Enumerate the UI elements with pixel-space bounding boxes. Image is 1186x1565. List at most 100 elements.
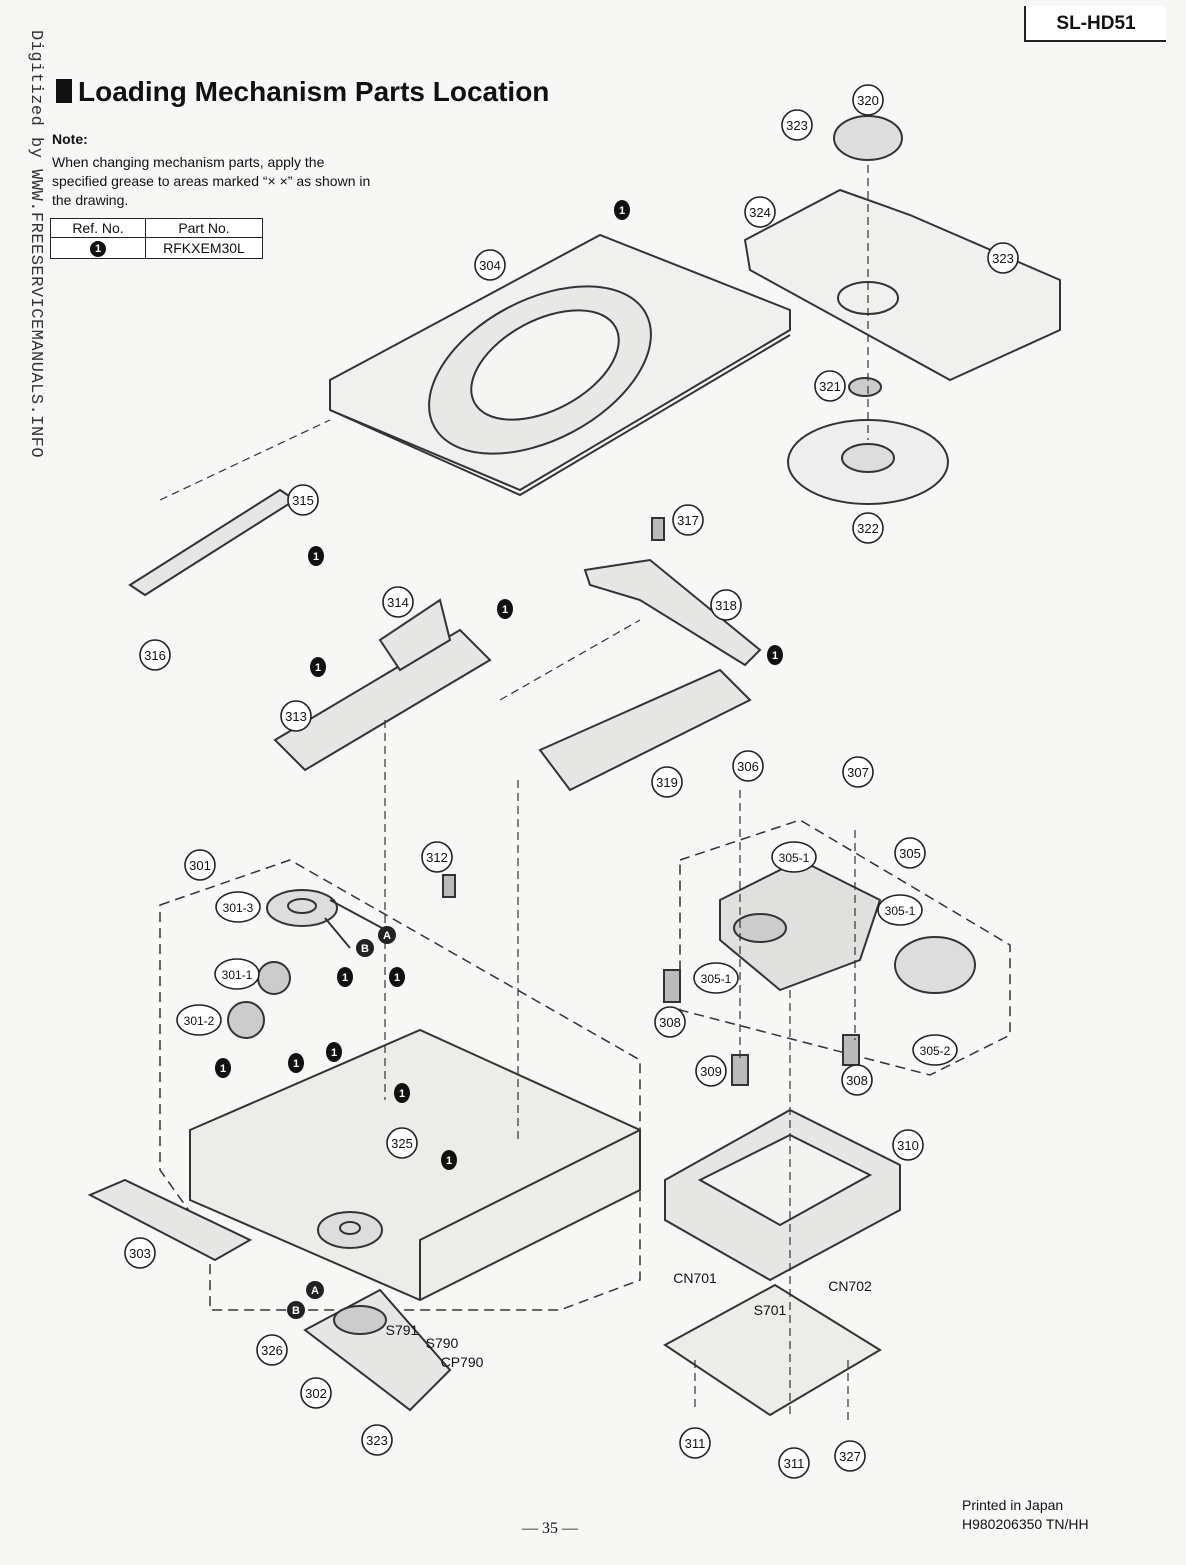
svg-text:1: 1 xyxy=(220,1063,226,1075)
callout-label: 305-2 xyxy=(920,1044,951,1058)
callout-label: 321 xyxy=(819,379,841,394)
traverse-unit xyxy=(719,858,882,992)
svg-text:1: 1 xyxy=(293,1058,299,1070)
callout-label: 301-3 xyxy=(223,901,254,915)
callout-circle xyxy=(654,1006,686,1038)
callout-circle xyxy=(842,756,874,788)
callout-301-3: 301-3 xyxy=(215,891,261,923)
callout-305-1: 305-1 xyxy=(771,841,817,873)
callout-321: 321 xyxy=(814,370,846,402)
letter-mark-b: B xyxy=(356,939,374,957)
print-info: Printed in Japan H980206350 TN/HH xyxy=(962,1496,1089,1534)
grease-mark-icon: 1 xyxy=(337,967,353,987)
callout-306: 306 xyxy=(732,750,764,782)
letter-mark-b: B xyxy=(287,1301,305,1319)
callout-cn701: CN701 xyxy=(673,1270,717,1286)
callout-label: 310 xyxy=(897,1138,919,1153)
spring-308-right xyxy=(842,1034,860,1066)
callout-label: S790 xyxy=(426,1335,459,1351)
svg-text:1: 1 xyxy=(399,1088,405,1100)
watermark-text: Digitized by WWW.FREESERVICEMANUALS.INFO xyxy=(26,30,45,459)
callout-308: 308 xyxy=(654,1006,686,1038)
callout-circle xyxy=(852,512,884,544)
svg-text:1: 1 xyxy=(315,662,321,674)
disc-tray xyxy=(329,233,791,497)
callout-label: 327 xyxy=(839,1449,861,1464)
spring-317 xyxy=(651,517,665,541)
callout-circle xyxy=(300,1377,332,1409)
callout-label: 301-1 xyxy=(222,968,253,982)
leader-lines xyxy=(159,165,869,1420)
clamper-plate xyxy=(743,188,1061,382)
ref-table: Ref. No. Part No. 1 RFKXEM30L xyxy=(50,218,263,259)
svg-text:1: 1 xyxy=(342,972,348,984)
callout-label: 325 xyxy=(391,1136,413,1151)
callout-326: 326 xyxy=(256,1334,288,1366)
callout-circle xyxy=(280,700,312,732)
note-label: Note: xyxy=(52,131,88,147)
callout-311: 311 xyxy=(778,1447,810,1479)
callout-325: 325 xyxy=(386,1127,418,1159)
callout-circle xyxy=(814,370,846,402)
callout-305-2: 305-2 xyxy=(912,1034,958,1066)
callout-327: 327 xyxy=(834,1440,866,1472)
callout-circle xyxy=(287,484,319,516)
callout-label: 302 xyxy=(305,1386,327,1401)
callout-circle xyxy=(139,639,171,671)
svg-text:1: 1 xyxy=(502,604,508,616)
callout-303: 303 xyxy=(124,1237,156,1269)
clamper xyxy=(833,115,903,161)
ref-cell: 1 xyxy=(50,237,146,259)
callout-circle xyxy=(184,849,216,881)
callout-312: 312 xyxy=(421,841,453,873)
callout-label: 303 xyxy=(129,1246,151,1261)
part-cell: RFKXEM30L xyxy=(145,237,263,259)
callout-label: 305-1 xyxy=(885,904,916,918)
callout-s701: S701 xyxy=(754,1302,787,1318)
callout-circle xyxy=(215,891,261,923)
page-title-text: Loading Mechanism Parts Location xyxy=(78,76,550,107)
callout-318: 318 xyxy=(710,589,742,621)
callout-316: 316 xyxy=(139,639,171,671)
printed-in: Printed in Japan xyxy=(962,1497,1064,1513)
callout-circle xyxy=(474,249,506,281)
callout-319: 319 xyxy=(651,766,683,798)
callout-317: 317 xyxy=(672,504,704,536)
page-number: — 35 — xyxy=(522,1520,578,1537)
spring-312 xyxy=(442,874,456,898)
callout-circle xyxy=(382,586,414,618)
callout-label: 309 xyxy=(700,1064,722,1079)
callout-label: S701 xyxy=(754,1302,787,1318)
grease-mark-icon: 1 xyxy=(308,546,324,566)
callout-circle xyxy=(912,1034,958,1066)
callout-label: 322 xyxy=(857,521,879,536)
svg-text:1: 1 xyxy=(313,551,319,563)
grease-mark-icon: 1 xyxy=(614,200,630,220)
callout-label: 305-1 xyxy=(701,972,732,986)
callout-301-2: 301-2 xyxy=(176,1004,222,1036)
callout-label: 305 xyxy=(899,846,921,861)
callout-circle xyxy=(214,958,260,990)
doc-code: H980206350 TN/HH xyxy=(962,1516,1089,1532)
gear-301-2 xyxy=(227,1001,265,1039)
callout-label: 304 xyxy=(479,258,501,273)
title-bullet xyxy=(56,79,72,103)
callout-label: 306 xyxy=(737,759,759,774)
pcb xyxy=(663,1283,882,1417)
callout-label: CP790 xyxy=(441,1354,484,1370)
callout-label: 312 xyxy=(426,850,448,865)
callout-309: 309 xyxy=(695,1055,727,1087)
callout-314: 314 xyxy=(382,586,414,618)
callout-label: 301 xyxy=(189,858,211,873)
callout-label: 319 xyxy=(656,775,678,790)
letter-mark-a: A xyxy=(306,1281,324,1299)
callout-305: 305 xyxy=(894,837,926,869)
callout-302: 302 xyxy=(300,1377,332,1409)
callout-315: 315 xyxy=(287,484,319,516)
svg-text:B: B xyxy=(361,943,369,955)
callout-304: 304 xyxy=(474,249,506,281)
callout-label: 313 xyxy=(285,709,307,724)
